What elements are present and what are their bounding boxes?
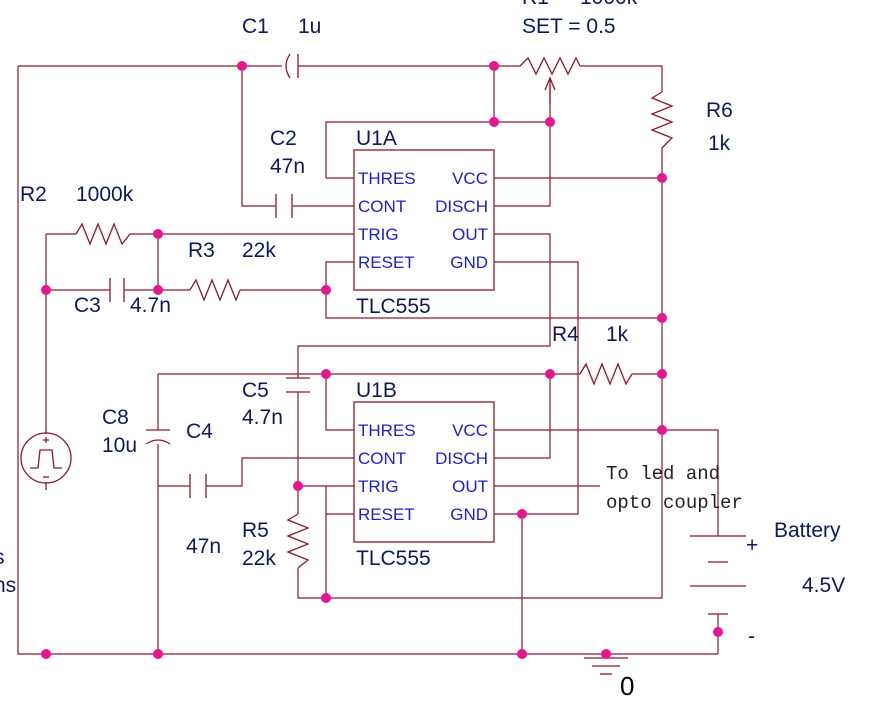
c1-ref: C1 bbox=[242, 15, 269, 38]
ic-u1a-body bbox=[353, 149, 495, 291]
capacitor-c5 bbox=[286, 377, 310, 393]
u1a-pin-disch: DISCH bbox=[435, 197, 488, 216]
resistor-r4 bbox=[579, 362, 633, 386]
c8-value: 10u bbox=[102, 434, 137, 457]
r2-value: 1000k bbox=[76, 183, 134, 206]
c5-value: 4.7n bbox=[242, 406, 283, 429]
u1b-pin-reset: RESET bbox=[358, 505, 415, 524]
annotation-line-2: opto coupler bbox=[606, 492, 743, 514]
resistor-r3 bbox=[189, 278, 241, 302]
r4-ref: R4 bbox=[552, 323, 579, 346]
junction-dots bbox=[41, 61, 723, 659]
r2-ref: R2 bbox=[20, 183, 47, 206]
r5-ref: R5 bbox=[242, 519, 269, 542]
c4-ref: C4 bbox=[186, 420, 213, 443]
c1-value: 1u bbox=[298, 15, 321, 38]
r1-set: SET = 0.5 bbox=[522, 15, 616, 38]
c4-value: 47n bbox=[186, 535, 221, 558]
ground-label: 0 bbox=[620, 671, 634, 701]
u1a-pin-reset: RESET bbox=[358, 253, 415, 272]
r1-ref: R1 bbox=[522, 0, 549, 9]
r6-ref: R6 bbox=[706, 99, 733, 122]
source-label-clipped-2: ns bbox=[0, 574, 16, 597]
r1-value: 1000k bbox=[580, 0, 638, 9]
u1b-ref: U1B bbox=[356, 379, 397, 402]
u1a-pin-trig: TRIG bbox=[358, 225, 399, 244]
c5-ref: C5 bbox=[242, 379, 269, 402]
battery-plus: + bbox=[746, 534, 758, 557]
u1b-pin-disch: DISCH bbox=[435, 449, 488, 468]
capacitor-c4 bbox=[189, 474, 207, 498]
u1b-pin-gnd: GND bbox=[450, 505, 488, 524]
pulse-source bbox=[20, 430, 72, 490]
u1a-pin-out: OUT bbox=[452, 225, 488, 244]
u1b-pin-vcc: VCC bbox=[452, 421, 488, 440]
capacitor-c8 bbox=[145, 429, 171, 445]
annotation-line-1: To led and bbox=[606, 463, 720, 485]
u1a-pin-thres: THRES bbox=[358, 169, 416, 188]
u1b-pin-thres: THRES bbox=[358, 421, 416, 440]
u1a-pin-cont: CONT bbox=[358, 197, 406, 216]
u1b-pin-cont: CONT bbox=[358, 449, 406, 468]
r6-value: 1k bbox=[708, 132, 731, 155]
r5-value: 22k bbox=[242, 547, 276, 570]
resistor-r2 bbox=[75, 222, 131, 246]
capacitor-c2 bbox=[275, 194, 293, 218]
battery-value: 4.5V bbox=[802, 574, 845, 597]
ic-u1b-body bbox=[353, 401, 495, 543]
u1b-pin-out: OUT bbox=[452, 477, 488, 496]
u1b-part: TLC555 bbox=[356, 547, 431, 570]
capacitor-c1 bbox=[285, 53, 299, 79]
r3-ref: R3 bbox=[188, 239, 215, 262]
source-label-clipped-1: s bbox=[0, 546, 5, 569]
battery-minus: - bbox=[748, 625, 755, 648]
resistor-r6 bbox=[650, 91, 674, 149]
battery-symbol bbox=[690, 535, 746, 615]
c2-ref: C2 bbox=[270, 127, 297, 150]
wires bbox=[17, 65, 719, 658]
u1a-pin-vcc: VCC bbox=[452, 169, 488, 188]
potentiometer-r1 bbox=[519, 56, 581, 104]
resistor-r5 bbox=[286, 513, 310, 569]
c8-ref: C8 bbox=[102, 406, 129, 429]
capacitor-c3 bbox=[109, 278, 125, 302]
u1a-part: TLC555 bbox=[356, 295, 431, 318]
u1b-pin-trig: TRIG bbox=[358, 477, 399, 496]
c3-ref: C3 bbox=[74, 294, 101, 317]
c2-value: 47n bbox=[270, 155, 305, 178]
u1a-ref: U1A bbox=[356, 127, 397, 150]
r3-value: 22k bbox=[242, 239, 276, 262]
u1a-pin-gnd: GND bbox=[450, 253, 488, 272]
c3-value: 4.7n bbox=[130, 294, 171, 317]
r4-value: 1k bbox=[606, 323, 629, 346]
battery-ref: Battery bbox=[774, 519, 841, 542]
